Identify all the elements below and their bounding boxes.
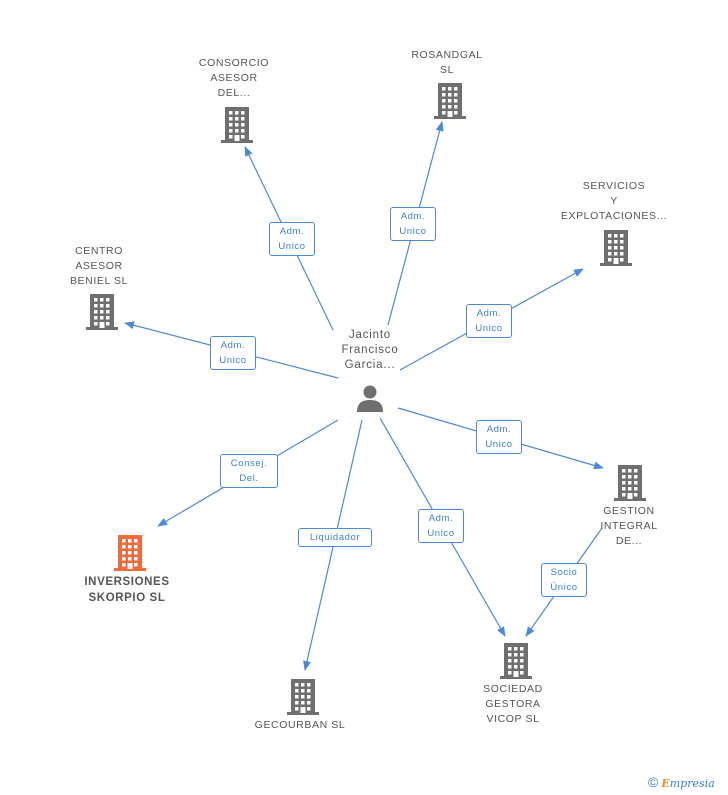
relation-label-servicios[interactable]: Adm. Unico [466, 304, 512, 338]
relation-label-rosandgal[interactable]: Adm. Unico [390, 207, 436, 241]
building-icon [114, 535, 146, 571]
relation-label-gestion-sociedad[interactable]: Socio Único [541, 563, 587, 597]
building-icon [434, 83, 466, 119]
brand-initial: E [661, 777, 670, 790]
person-icon[interactable] [354, 382, 386, 414]
node-label: SERVICIOS Y EXPLOTACIONES... [560, 180, 668, 222]
relation-label-consorcio[interactable]: Adm. Unico [269, 222, 315, 256]
relation-label-inversiones[interactable]: Consej. Del. [220, 454, 278, 488]
building-icon [86, 294, 118, 330]
node-label: GESTION INTEGRAL DE... [600, 505, 658, 547]
relation-label-sociedad[interactable]: Adm. Unico [418, 509, 464, 543]
brand-logo: Empresia [661, 777, 714, 790]
node-label: INVERSIONES SKORPIO SL [84, 576, 170, 604]
building-icon [500, 643, 532, 679]
copyright-symbol: © [648, 774, 659, 790]
node-label: CENTRO ASESOR BENIEL SL [69, 245, 129, 287]
building-icon [221, 107, 253, 143]
relation-label-gestion[interactable]: Adm. Unico [476, 420, 522, 454]
relation-label-centro[interactable]: Adm. Unico [210, 336, 256, 370]
node-label: CONSORCIO ASESOR DEL... [198, 57, 270, 99]
building-icon [614, 465, 646, 501]
node-label: ROSANDGAL SL [411, 49, 483, 76]
center-person-label[interactable]: Jacinto Francisco Garcia... [341, 329, 399, 371]
node-label: GECOURBAN SL [254, 719, 346, 731]
building-icon [287, 679, 319, 715]
relation-label-gecourban[interactable]: Liquidador [298, 528, 372, 547]
node-label: SOCIEDAD GESTORA VICOP SL [483, 683, 543, 725]
building-icon [600, 230, 632, 266]
brand-name: mpresia [669, 777, 715, 790]
footer-brand: © Empresia [648, 774, 715, 790]
